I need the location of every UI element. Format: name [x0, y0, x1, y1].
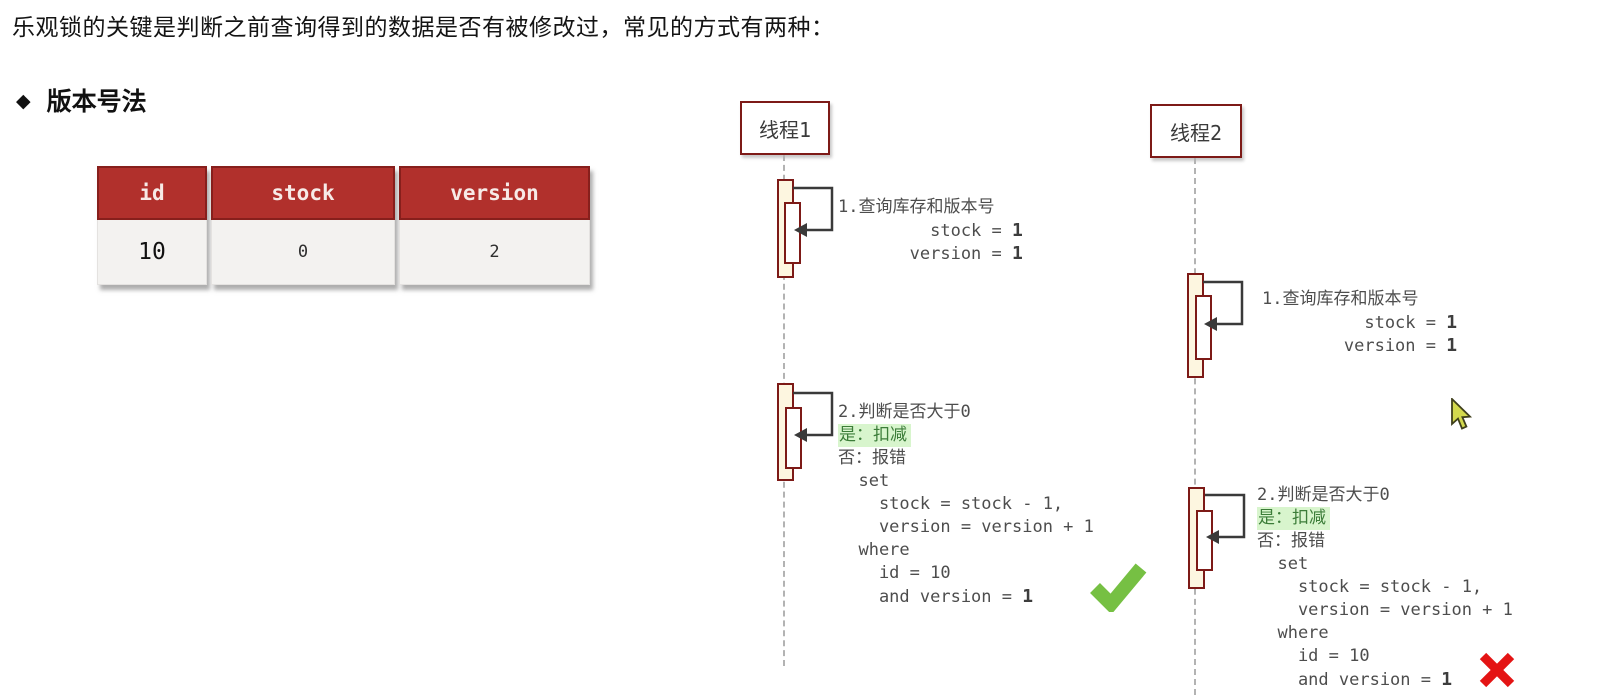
note-line: 是：扣减 [1257, 507, 1513, 530]
note-line: id = 10 [838, 563, 951, 583]
section-heading: ◆ 版本号法 [16, 82, 147, 118]
self-message-arrow-icon [1205, 493, 1246, 544]
thread1-label: 线程1 [758, 117, 812, 142]
note-line: stock = 1 [1262, 312, 1458, 333]
thread2-label: 线程2 [1169, 120, 1223, 145]
thread2-box: 线程2 [1150, 104, 1242, 158]
thread1-step1-note: 1.查询库存和版本号 stock = 1 version = 1 [838, 196, 1023, 265]
table-column-stock: stock 0 [211, 166, 395, 285]
check-icon [1090, 563, 1147, 612]
table-cell: 10 [97, 220, 207, 285]
note-line: version = 1 [1262, 335, 1458, 356]
note-line: 2.判断是否大于0 [838, 402, 971, 422]
note-line: stock = stock - 1, [838, 494, 1064, 514]
mouse-cursor-icon [1451, 398, 1473, 430]
note-line: stock = 1 [838, 220, 1023, 241]
table-header-cell: stock [211, 166, 395, 220]
table-column-version: version 2 [399, 166, 590, 285]
page-title: 乐观锁的关键是判断之前查询得到的数据是否有被修改过，常见的方式有两种： [12, 14, 835, 40]
table-cell: 2 [399, 220, 590, 285]
note-line: id = 10 [1257, 646, 1370, 666]
thread2-lifeline [1194, 158, 1196, 695]
note-line: version = 1 [838, 243, 1023, 264]
table-header-cell: version [399, 166, 590, 220]
note-line: version = version + 1 [838, 517, 1094, 537]
thread2-step1-note: 1.查询库存和版本号 stock = 1 version = 1 [1262, 288, 1457, 357]
section-title: 版本号法 [46, 88, 147, 116]
note-line: set [838, 471, 890, 491]
self-message-arrow-icon [793, 391, 834, 442]
activation-bar-inner [1196, 510, 1213, 571]
self-message-arrow-icon [1203, 280, 1244, 331]
note-line: where [1257, 623, 1329, 643]
diamond-icon: ◆ [16, 90, 31, 112]
table-cell: 0 [211, 220, 395, 285]
self-message-arrow-icon [793, 186, 834, 237]
cross-icon [1479, 652, 1515, 688]
note-line: 是：扣减 [838, 424, 1094, 447]
note-line: 1.查询库存和版本号 [838, 197, 995, 217]
note-line: set [1257, 554, 1309, 574]
table-header-cell: id [97, 166, 207, 220]
note-line: stock = stock - 1, [1257, 577, 1483, 597]
note-line: version = version + 1 [1257, 600, 1513, 620]
note-line: 1.查询库存和版本号 [1262, 289, 1419, 309]
note-line: and version = 1 [1257, 669, 1453, 690]
thread1-box: 线程1 [740, 101, 830, 155]
note-line: 否：报错 [1257, 531, 1325, 551]
note-line: and version = 1 [838, 586, 1034, 607]
note-line: 否：报错 [838, 448, 906, 468]
table-column-id: id 10 [97, 166, 207, 285]
note-line: where [838, 540, 910, 560]
note-line: 2.判断是否大于0 [1257, 485, 1390, 505]
